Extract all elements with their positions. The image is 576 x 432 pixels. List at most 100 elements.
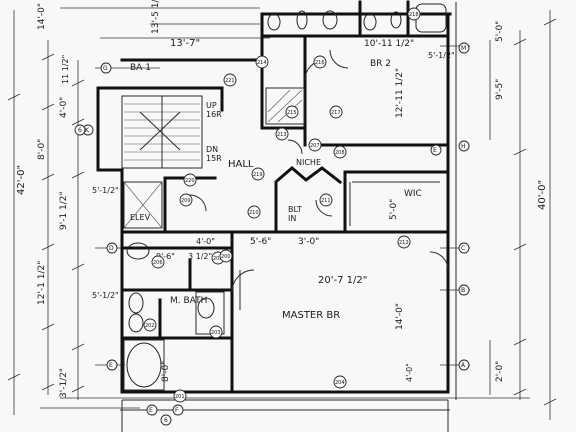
door-tag-217: 217 (329, 105, 343, 119)
dim-top-5-1-2: 5'-1/2" (428, 51, 455, 60)
svg-text:216: 216 (315, 60, 325, 66)
svg-text:K: K (85, 127, 90, 134)
dimension-lines (7, 7, 557, 420)
door-tag-204: 204 (333, 375, 347, 389)
stair-treads (124, 96, 200, 168)
svg-text:221: 221 (225, 78, 235, 84)
toilet-2 (126, 242, 150, 260)
dim-master-width: 20'-7 1/2" (318, 275, 367, 286)
dim-right-2-0: 2'-0" (495, 361, 505, 382)
door-tag-202: 202 (143, 318, 157, 332)
svg-text:200: 200 (221, 254, 231, 260)
grid-mark-b: B (458, 284, 470, 296)
room-niche: NICHE (296, 158, 321, 167)
svg-text:214: 214 (257, 60, 267, 66)
dim-hall-3-0: 3'-0" (298, 237, 319, 247)
svg-text:A: A (461, 362, 466, 369)
dim-hall-5-6: 5'-6" (250, 237, 271, 247)
dim-right-9-5: 9'-5" (495, 79, 505, 100)
door-tag-214: 214 (255, 55, 269, 69)
grid-mark-c: C (458, 242, 470, 254)
dim-right-5-0: 5'-0" (495, 21, 505, 42)
svg-text:219: 219 (253, 172, 263, 178)
grid-mark-a: A (458, 359, 470, 371)
svg-text:D: D (109, 245, 114, 252)
dim-br2-depth: 12'-11 1/2" (395, 68, 405, 118)
svg-text:6: 6 (164, 417, 168, 424)
svg-text:203: 203 (211, 330, 221, 336)
svg-text:B: B (461, 287, 465, 294)
dim-master-right: 4'-0" (405, 363, 414, 382)
door-tag-203: 203 (209, 325, 223, 339)
toilet (128, 292, 144, 314)
grid-markers: G K D E M H C B (82, 42, 470, 416)
fixtures (123, 3, 449, 391)
dim-right-overall: 40'-0" (537, 180, 548, 210)
svg-text:217: 217 (331, 110, 341, 116)
door-tag-200: 200 (219, 249, 233, 263)
sink (128, 313, 144, 333)
door-tag-210: 210 (247, 205, 261, 219)
svg-text:G: G (103, 65, 108, 72)
walls (96, 0, 457, 432)
dim-left-3-1-2: 3'-1/2" (59, 368, 69, 398)
dimension-labels: 42'-0" 14'-0" 4'-0" 8'-0" 11 1/2" 9'-1 1… (16, 0, 548, 398)
door-tag-209: 209 (179, 193, 193, 207)
sink-2 (197, 297, 215, 319)
dim-br2-width: 10'-11 1/2" (364, 39, 414, 49)
svg-text:202: 202 (145, 323, 155, 329)
grid-mark-d: D (106, 242, 118, 254)
dim-master-depth: 14'-0" (395, 303, 405, 330)
svg-text:211: 211 (321, 198, 331, 204)
door-tag-218: 218 (407, 7, 421, 21)
svg-text:213: 213 (277, 132, 287, 138)
svg-text:205: 205 (213, 256, 223, 262)
svg-text:215: 215 (287, 110, 297, 116)
grid-mark-g: G (100, 62, 112, 74)
elevation-mark-left: 6 (74, 124, 86, 136)
svg-text:E: E (109, 362, 113, 369)
door-tag-206: 206 (151, 255, 165, 269)
dim-left-5-1-2: 5'-1/2" (92, 186, 119, 195)
door-tag-215: 215 (285, 105, 299, 119)
dim-left-11-1-2: 11 1/2" (61, 55, 70, 84)
room-elev: ELEV (130, 213, 151, 222)
svg-text:C: C (461, 245, 465, 252)
room-master: MASTER BR (282, 310, 340, 321)
dim-mbath-3-1-2: 3 1/2" (188, 252, 212, 261)
svg-text:207: 207 (310, 143, 320, 149)
door-tag-213: 213 (275, 127, 289, 141)
room-ba1: BA 1 (130, 63, 151, 73)
dim-left-8-0: 8'-0" (37, 139, 47, 160)
svg-text:E: E (433, 147, 437, 154)
grid-mark-e: E (106, 359, 118, 371)
svg-text:6: 6 (78, 127, 82, 134)
svg-text:E: E (149, 407, 153, 414)
door-tag-212: 212 (397, 235, 411, 249)
dim-top-width: 13'-7" (170, 38, 200, 49)
door-tag-211: 211 (319, 193, 333, 207)
svg-text:208: 208 (335, 150, 345, 156)
dim-left-4-0: 4'-0" (59, 97, 69, 118)
svg-text:H: H (461, 143, 466, 150)
grid-mark-k: K (82, 124, 94, 136)
grid-mark-h: H (458, 140, 470, 152)
room-hall: HALL (228, 159, 254, 170)
svg-text:201: 201 (175, 394, 185, 400)
svg-text:M: M (461, 45, 466, 52)
room-mbath: M. BATH (170, 296, 207, 306)
svg-text:212: 212 (399, 240, 409, 246)
dim-left-overall: 42'-0" (16, 165, 27, 195)
elevation-markers: 6 6 (74, 124, 172, 426)
door-tags: 221 214 213 215 216 207 208 209 210 211 … (143, 7, 421, 403)
elevation-mark-bottom: 6 (160, 414, 172, 426)
room-labels: MASTER BR M. BATH HALL WIC BR 2 BA 1 ELE… (130, 59, 422, 321)
svg-text:210: 210 (249, 210, 259, 216)
svg-text:204: 204 (335, 380, 345, 386)
door-tag-201: 201 (173, 389, 187, 403)
room-br2: BR 2 (370, 59, 391, 69)
